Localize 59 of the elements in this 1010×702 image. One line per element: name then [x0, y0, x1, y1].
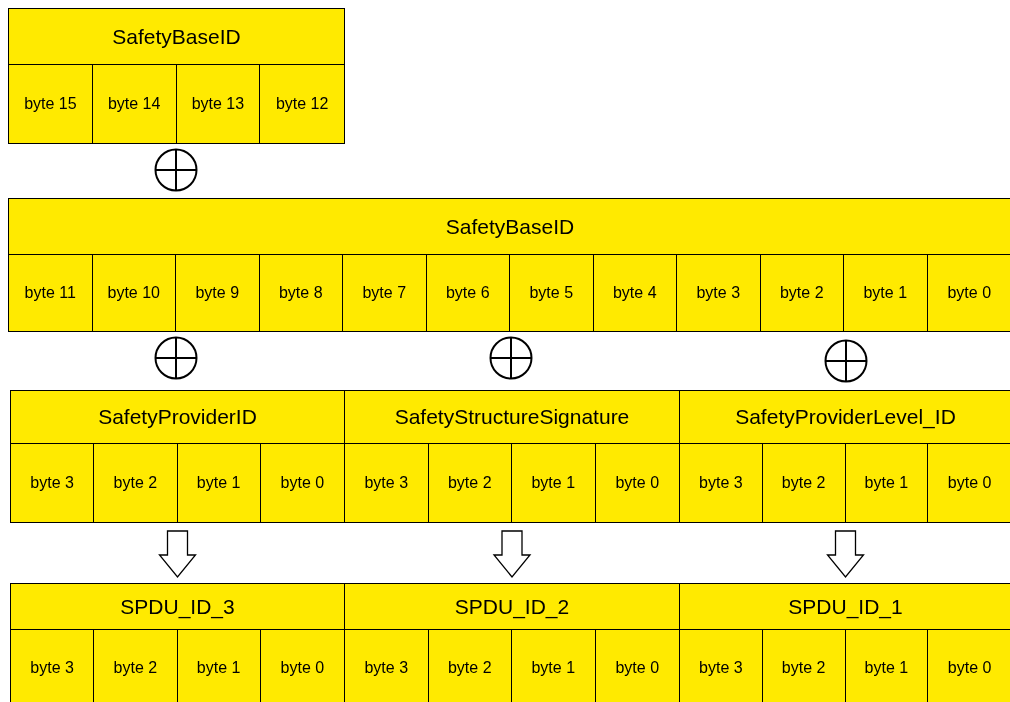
byte-cell: byte 0 [595, 629, 679, 702]
byte-cell: byte 3 [11, 629, 95, 702]
structure-block [344, 390, 680, 523]
byte-cell: byte 1 [845, 443, 929, 522]
hollow-arrow [826, 530, 865, 579]
structure-block [8, 8, 345, 144]
byte-cell: byte 7 [343, 254, 427, 331]
hollow-arrow [158, 530, 197, 579]
byte-cell: byte 0 [260, 443, 344, 522]
byte-cell: byte 3 [680, 443, 763, 522]
xor-circle-icon [154, 336, 198, 380]
block-heading: SafetyBaseID [9, 199, 1010, 255]
byte-cell: byte 1 [177, 443, 261, 522]
byte-cell: byte 13 [176, 64, 261, 143]
block-heading: SPDU_ID_1 [680, 584, 1010, 630]
xor-circle-icon [489, 336, 533, 380]
byte-cell: byte 1 [512, 443, 596, 522]
byte-cell: byte 14 [92, 64, 177, 143]
structure-block [679, 390, 1010, 523]
byte-cell: byte 1 [177, 629, 261, 702]
byte-cell: byte 10 [92, 254, 176, 331]
byte-cell: byte 0 [928, 629, 1010, 702]
byte-cell: byte 2 [428, 629, 512, 702]
byte-cell: byte 0 [927, 254, 1010, 331]
byte-cell: byte 3 [680, 629, 763, 702]
byte-cell: byte 2 [762, 629, 846, 702]
byte-cell: byte 9 [176, 254, 260, 331]
byte-cell: byte 8 [259, 254, 343, 331]
byte-cell: byte 6 [426, 254, 510, 331]
byte-cell: byte 2 [428, 443, 512, 522]
structure-block [10, 583, 345, 702]
byte-cell: byte 0 [595, 443, 679, 522]
byte-cell: byte 1 [845, 629, 929, 702]
byte-cell: byte 2 [760, 254, 844, 331]
block-heading: SafetyProviderLevel_ID [680, 391, 1010, 444]
hollow-arrow [492, 530, 532, 579]
byte-cell: byte 1 [512, 629, 596, 702]
structure-block [344, 583, 680, 702]
byte-cell: byte 0 [928, 443, 1010, 522]
byte-cell: byte 5 [510, 254, 594, 331]
block-heading: SafetyBaseID [9, 9, 344, 65]
byte-cell: byte 11 [9, 254, 93, 331]
byte-cell: byte 12 [260, 64, 344, 143]
byte-cell: byte 3 [345, 443, 429, 522]
byte-cell: byte 3 [345, 629, 429, 702]
byte-cell: byte 3 [677, 254, 761, 331]
byte-cell: byte 15 [9, 64, 93, 143]
xor-circle-icon [824, 339, 868, 383]
byte-cell: byte 1 [844, 254, 928, 331]
byte-cell: byte 2 [94, 629, 178, 702]
structure-block [10, 390, 345, 523]
byte-cell: byte 2 [762, 443, 846, 522]
byte-cell: byte 3 [11, 443, 95, 522]
structure-block [8, 198, 1010, 332]
byte-cell: byte 4 [593, 254, 677, 331]
structure-block [679, 583, 1010, 702]
byte-cell: byte 0 [260, 629, 344, 702]
xor-circle-icon [154, 148, 198, 192]
byte-cell: byte 2 [94, 443, 178, 522]
